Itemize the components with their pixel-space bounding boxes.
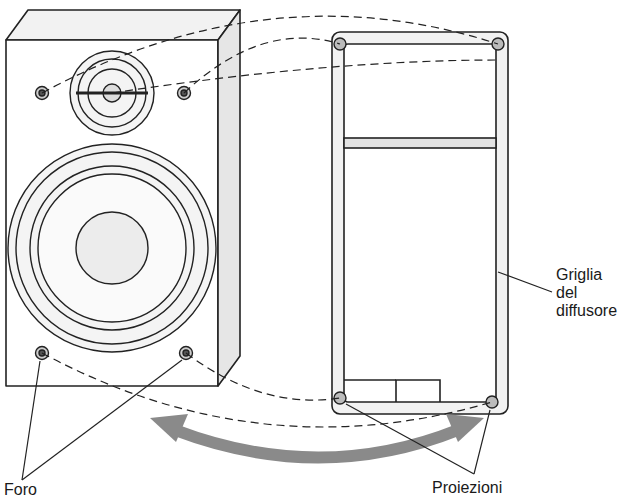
leader-line (22, 272, 552, 480)
speaker-grille (332, 32, 508, 414)
part-label: Foro (4, 481, 37, 499)
alignment-arc (42, 16, 498, 427)
projection (334, 38, 504, 408)
woofer (8, 144, 216, 352)
speaker-cabinet (6, 10, 240, 386)
part-label: Proiezioni (432, 479, 502, 497)
swap-arrow (150, 414, 484, 458)
mounting-hole (36, 87, 193, 360)
part-label: Griglia del diffusore (556, 266, 626, 320)
